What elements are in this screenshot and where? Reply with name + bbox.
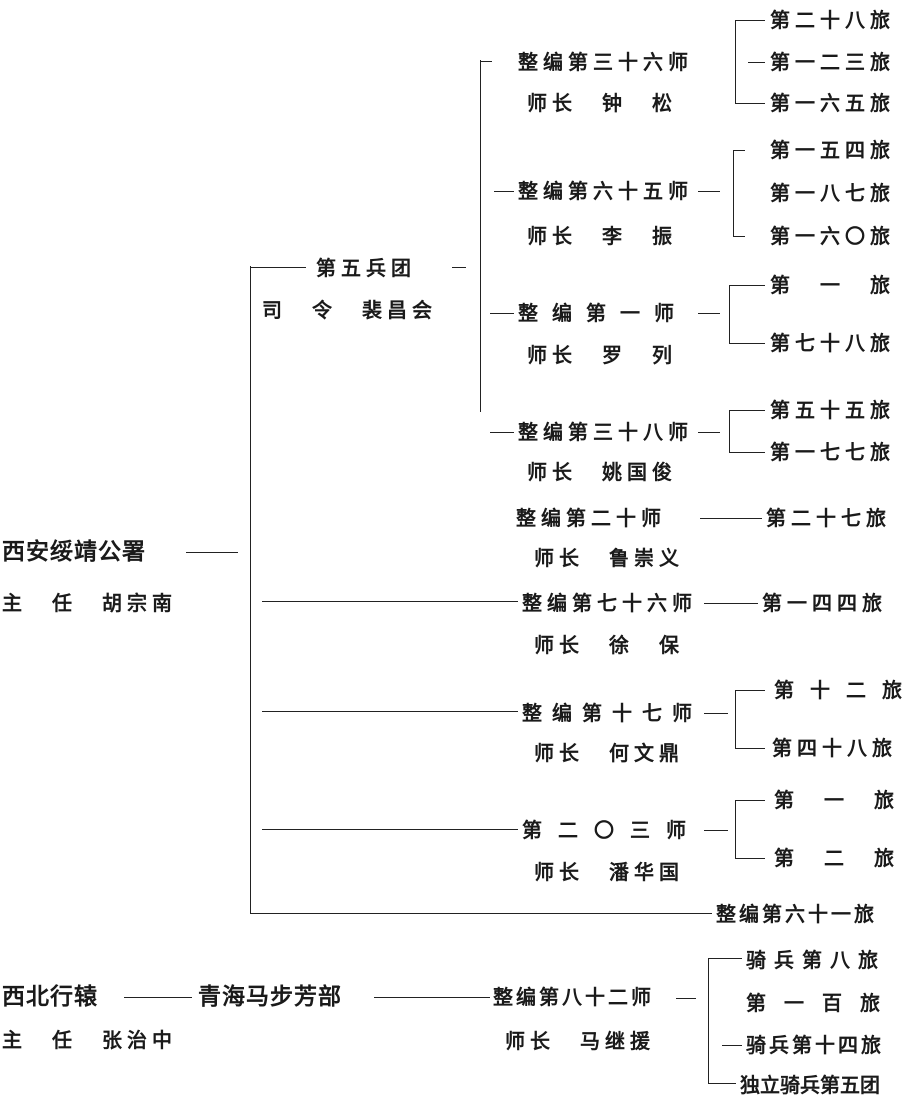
bracket: [733, 150, 734, 236]
division-head: 师长 潘华国: [534, 860, 684, 884]
army5-head: 司 令 裴昌会: [262, 298, 437, 322]
connector: [733, 236, 745, 237]
connector: [729, 452, 765, 453]
connector: [452, 267, 466, 268]
brigade: 第一六〇旅: [770, 224, 895, 248]
connector: [700, 518, 762, 519]
brigade: 第一旅: [770, 273, 918, 297]
connector: [735, 748, 765, 749]
division-name: 整编第三十八师: [518, 420, 693, 444]
division-name: 整编第十七师: [522, 701, 702, 725]
connector: [250, 267, 306, 268]
brigade: 第一七七旅: [770, 440, 895, 464]
connector: [704, 830, 728, 831]
division-head: 师长 鲁崇义: [534, 546, 684, 570]
connector: [262, 711, 518, 712]
connector: [708, 958, 742, 959]
brigade: 第一四四旅: [762, 591, 887, 615]
brigade: 第二旅: [774, 846, 918, 870]
brigade: 第一二三旅: [770, 50, 895, 74]
division-name: 第二〇三师: [522, 818, 702, 842]
connector: [676, 998, 696, 999]
bracket: [735, 800, 736, 858]
connector: [698, 432, 720, 433]
connector: [490, 432, 514, 433]
brigade: 第一百旅: [746, 991, 898, 1015]
division-name: 整编第一师: [518, 301, 688, 325]
division-head: 师长 罗 列: [527, 343, 677, 367]
connector: [698, 191, 720, 192]
connector: [494, 191, 514, 192]
connector: [722, 1045, 742, 1046]
division-head: 师长 何文鼎: [534, 741, 684, 765]
brigade: 第十二旅: [774, 678, 918, 702]
division-head: 师长 姚国俊: [527, 460, 677, 484]
army5-name: 第五兵团: [316, 256, 416, 280]
independent-brigade: 整编第六十一旅: [716, 902, 877, 926]
division-name: 整编第六十五师: [518, 179, 693, 203]
connector: [733, 150, 745, 151]
northwest-hq-head: 主 任 张治中: [2, 1028, 177, 1052]
qinghai-ma-bufang: 青海马步芳部: [198, 984, 342, 1010]
bracket: [729, 410, 730, 452]
xian-hq-head: 主 任 胡宗南: [2, 591, 177, 615]
connector: [735, 20, 765, 21]
connector: [729, 410, 765, 411]
connector: [735, 800, 765, 801]
brigade: 第一八七旅: [770, 181, 895, 205]
connector: [735, 858, 765, 859]
division-head: 师长 徐 保: [534, 633, 684, 657]
connector: [480, 61, 492, 62]
connector: [735, 690, 765, 691]
connector: [748, 62, 765, 63]
connector: [250, 913, 712, 914]
connector: [262, 601, 518, 602]
connector: [708, 1083, 736, 1084]
connector: [262, 829, 518, 830]
connector: [186, 552, 238, 553]
division-name: 整编第八十二师: [493, 985, 654, 1009]
connector: [735, 103, 765, 104]
brigade: 第五十五旅: [770, 398, 895, 422]
brigade: 独立骑兵第五团: [740, 1073, 880, 1097]
division-name: 整编第三十六师: [518, 50, 693, 74]
brigade: 第七十八旅: [770, 331, 895, 355]
division-head: 师长 李 振: [527, 224, 677, 248]
connector: [729, 285, 765, 286]
division-name: 整编第七十六师: [522, 591, 697, 615]
connector: [374, 997, 490, 998]
division-head: 师长 马继援: [505, 1029, 655, 1053]
brigade: 第四十八旅: [772, 736, 897, 760]
main-spine: [250, 266, 251, 914]
bracket: [708, 958, 709, 1083]
division-name: 整编第二十师: [516, 506, 666, 530]
brigade: 第二十七旅: [766, 506, 891, 530]
army5-spine: [480, 60, 481, 412]
connector: [124, 997, 192, 998]
connector: [704, 713, 728, 714]
bracket: [735, 690, 736, 748]
brigade: 第一五四旅: [770, 138, 895, 162]
brigade: 第二十八旅: [770, 8, 895, 32]
northwest-hq-name: 西北行辕: [2, 984, 98, 1010]
connector: [490, 313, 514, 314]
brigade: 骑兵第八旅: [746, 948, 886, 972]
brigade: 骑兵第十四旅: [746, 1033, 884, 1057]
bracket: [735, 20, 736, 103]
connector: [698, 313, 720, 314]
brigade: 第一六五旅: [770, 91, 895, 115]
brigade: 第一旅: [774, 788, 918, 812]
connector: [704, 603, 758, 604]
bracket: [729, 285, 730, 343]
connector: [729, 343, 765, 344]
division-head: 师长 钟 松: [527, 91, 677, 115]
xian-hq-name: 西安绥靖公署: [2, 539, 146, 565]
